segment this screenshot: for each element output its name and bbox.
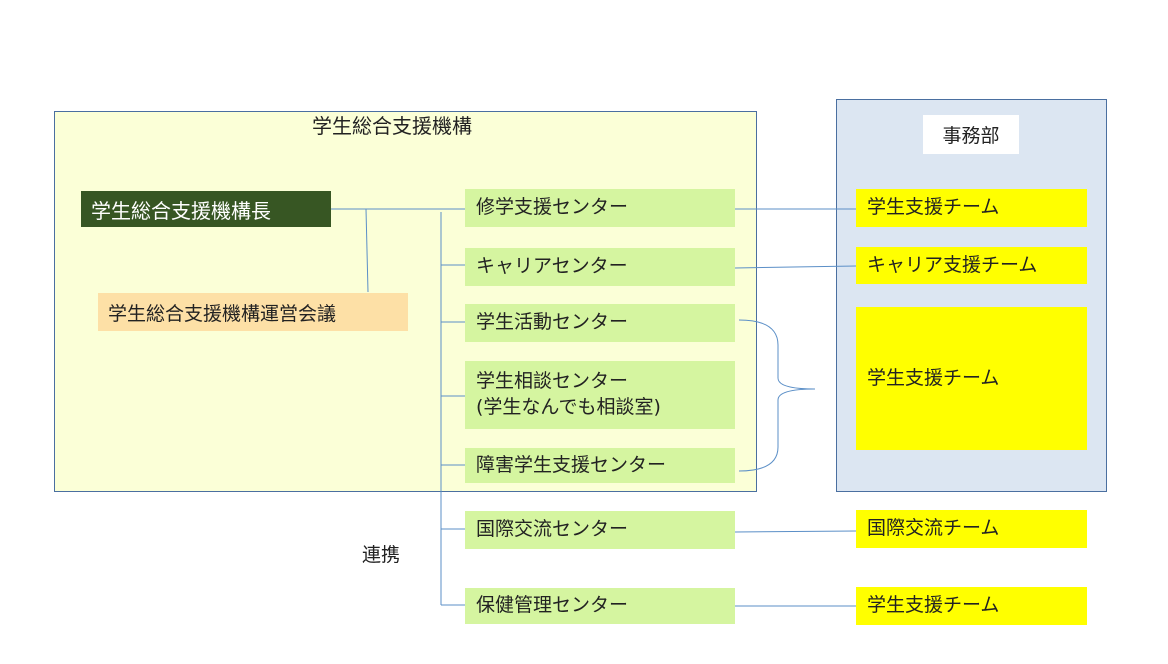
team-label: 国際交流チーム [867,517,1000,540]
link-line-intl-team [734,530,857,533]
center-disability-support: 障害学生支援センター [465,448,735,483]
team-label: キャリア支援チーム [867,253,1038,276]
center-label: 保健管理センター [476,594,629,617]
org-title: 学生総合支援機構 [312,114,472,138]
center-counseling: 学生相談センター (学生なんでも相談室) [465,361,735,429]
center-health: 保健管理センター [465,588,735,624]
cooperation-label: 連携 [362,544,401,566]
office-title: 事務部 [942,125,1000,147]
center-international: 国際交流センター [465,511,735,549]
center-study-support: 修学支援センター [465,189,735,227]
center-label-line1: 学生相談センター [476,370,629,393]
council-box: 学生総合支援機構運営会議 [98,293,408,331]
center-label: 障害学生支援センター [476,453,667,476]
center-label: キャリアセンター [476,255,628,278]
center-label: 国際交流センター [476,518,629,541]
org-head-label: 学生総合支援機構長 [91,198,271,223]
team-label: 学生支援チーム [867,366,1000,389]
curly-brace [738,319,816,472]
team-label: 学生支援チーム [867,594,1000,617]
team-label: 学生支援チーム [867,196,1000,219]
team-student-support-2: 学生支援チーム [856,307,1087,450]
council-label: 学生総合支援機構運営会議 [108,302,337,325]
center-label: 学生活動センター [476,311,629,334]
link-line-career-team [734,265,857,269]
team-career-support: キャリア支援チーム [856,247,1087,284]
center-student-activity: 学生活動センター [465,304,735,342]
center-label: 修学支援センター [476,196,629,219]
team-student-support-3: 学生支援チーム [856,587,1087,625]
org-head-box: 学生総合支援機構長 [81,191,331,227]
team-student-support-1: 学生支援チーム [856,189,1087,227]
center-label-line2: (学生なんでも相談室) [476,396,661,418]
head-to-council-line [365,208,369,293]
office-title-box: 事務部 [923,115,1019,154]
team-international: 国際交流チーム [856,510,1087,548]
center-career: キャリアセンター [465,248,735,286]
